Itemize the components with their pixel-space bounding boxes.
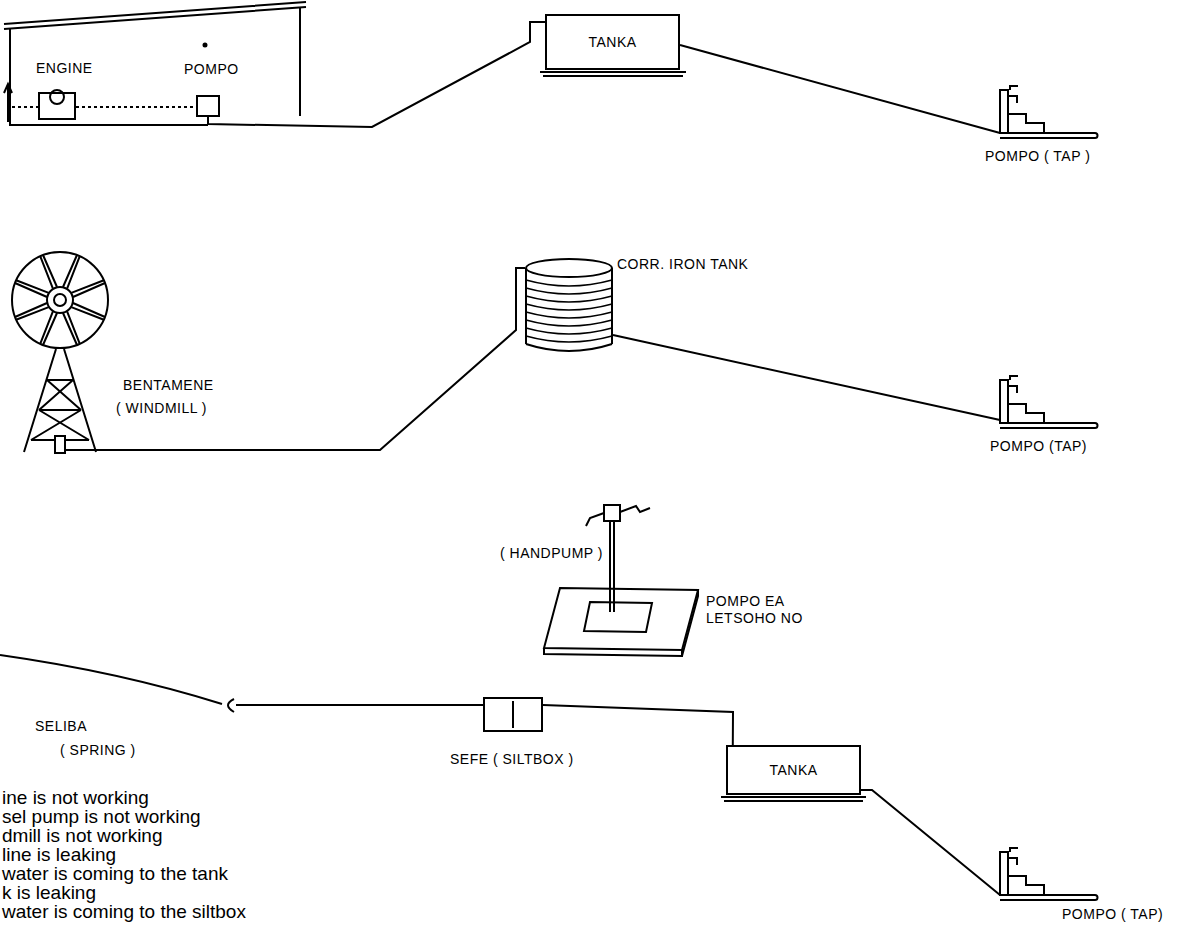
node-label: TANKA xyxy=(769,762,817,779)
water-pipe xyxy=(543,705,733,745)
tank-base xyxy=(540,72,686,76)
engine-shed xyxy=(4,2,306,125)
node-label: ( HANDPUMP ) xyxy=(500,545,603,562)
fault-note: line is leaking xyxy=(2,845,116,864)
water-pipe xyxy=(861,790,1000,895)
fault-note: dmill is not working xyxy=(2,826,163,845)
fault-note: water is coming to the siltbox xyxy=(2,902,246,921)
water-pipe xyxy=(613,335,1000,420)
tap-drawing xyxy=(1000,86,1098,138)
corrugated-tank-drawing xyxy=(526,259,612,351)
tap-drawing xyxy=(1000,848,1098,900)
node-label: SEFE ( SILTBOX ) xyxy=(450,751,574,768)
fault-note: sel pump is not working xyxy=(2,807,201,826)
siltbox-divider xyxy=(512,701,514,728)
tank-box: TANKA xyxy=(726,745,861,795)
tap-figure: POMPO ( TAP ) xyxy=(1000,88,1095,138)
fault-note: water is coming to the tank xyxy=(2,864,228,883)
node-label: BENTAMENE xyxy=(123,377,214,394)
node-label: POMPO ( TAP) xyxy=(1062,906,1163,923)
engine-box: ENGINE xyxy=(38,92,76,120)
node-label: ENGINE xyxy=(36,60,93,77)
corrugated-tank-figure: CORR. IRON TANK xyxy=(525,258,613,356)
tank-box: TANKA xyxy=(545,14,680,70)
node-label: POMPO (TAP) xyxy=(990,438,1087,455)
water-pipe xyxy=(113,268,525,450)
tap-drawing xyxy=(1000,376,1098,428)
fault-note: ine is not working xyxy=(2,788,149,807)
pump-box: POMPO xyxy=(196,95,220,117)
node-label: CORR. IRON TANK xyxy=(617,256,748,273)
handpump-figure: ( HANDPUMP )POMPO EA LETSOHO NO xyxy=(528,505,698,653)
siltbox-box: SEFE ( SILTBOX ) xyxy=(483,697,543,732)
tap-figure: POMPO (TAP) xyxy=(1000,378,1095,428)
windmill-figure: BENTAMENE( WINDMILL ) xyxy=(8,245,113,457)
water-pipe xyxy=(680,45,1000,133)
tap-figure: POMPO ( TAP) xyxy=(1000,850,1095,900)
node-label: ( SPRING ) xyxy=(60,742,136,759)
node-label: POMPO xyxy=(184,61,239,78)
spring-drawing xyxy=(0,655,234,712)
handpump-drawing xyxy=(544,505,698,656)
water-pipe xyxy=(208,22,545,127)
tank-base xyxy=(721,797,866,801)
node-label: POMPO EA LETSOHO NO xyxy=(706,593,806,627)
node-label: POMPO ( TAP ) xyxy=(985,148,1090,165)
fault-note: k is leaking xyxy=(2,883,96,902)
water-pipe xyxy=(236,704,483,706)
node-label: TANKA xyxy=(588,34,636,51)
node-label: SELIBA xyxy=(35,718,87,735)
spring-symbol: SELIBA( SPRING ) xyxy=(222,697,236,713)
windmill-drawing xyxy=(12,252,113,453)
drive-shaft xyxy=(76,106,196,108)
node-label: ( WINDMILL ) xyxy=(116,400,207,417)
